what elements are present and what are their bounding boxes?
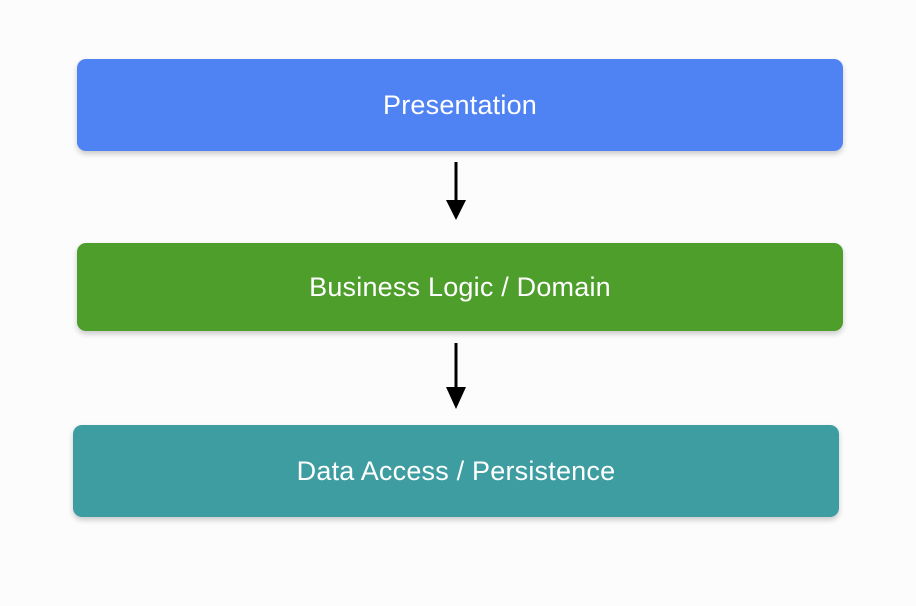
layer-box-data-access[interactable]: Data Access / Persistence	[73, 425, 839, 517]
layer-label-business-logic: Business Logic / Domain	[309, 271, 611, 302]
layer-box-business-logic[interactable]: Business Logic / Domain	[77, 243, 843, 331]
arrow-down-icon-presentation-to-business	[446, 162, 466, 220]
layer-label-presentation: Presentation	[383, 89, 537, 120]
layer-box-presentation[interactable]: Presentation	[77, 59, 843, 151]
arrow-down-icon-business-to-data	[446, 343, 466, 409]
layer-label-data-access: Data Access / Persistence	[296, 455, 616, 486]
